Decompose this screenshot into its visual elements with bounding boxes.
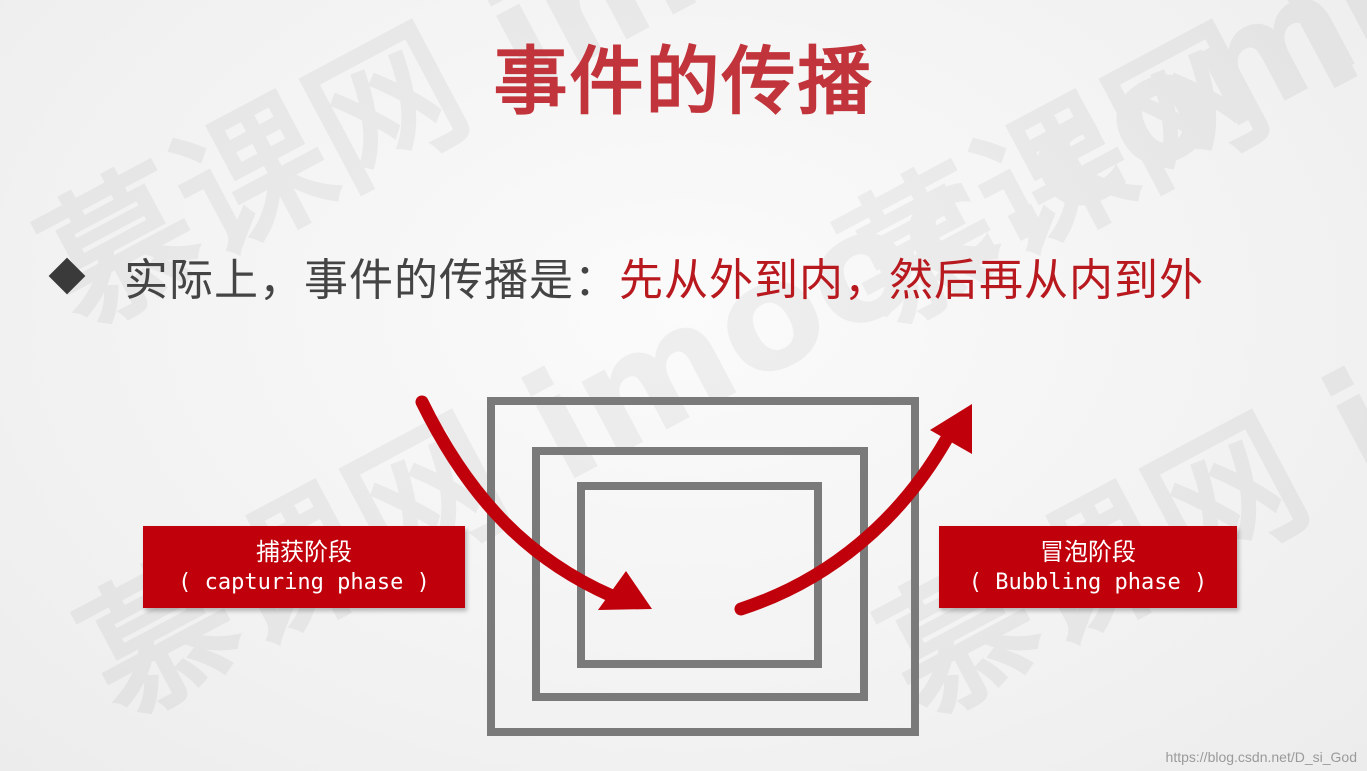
bubble-arrow-head-icon — [930, 404, 972, 454]
capturing-phase-subtitle: ( capturing phase ) — [178, 570, 430, 595]
capture-arrow-shaft — [415, 395, 619, 603]
inner-box — [577, 482, 822, 668]
page-title: 事件的传播 — [493, 39, 874, 125]
bullet-text: 实际上，事件的传播是：先从外到内，然后再从内到外 — [124, 244, 1204, 308]
bullet-highlight: 先从外到内，然后再从内到外 — [619, 255, 1204, 306]
outer-box — [487, 397, 919, 736]
bubbling-phase-label: 冒泡阶段 ( Bubbling phase ) — [939, 526, 1237, 608]
capturing-phase-label: 捕获阶段 ( capturing phase ) — [143, 526, 465, 608]
bullet-row: 实际上，事件的传播是：先从外到内，然后再从内到外 — [44, 246, 1204, 306]
bubbling-phase-subtitle: ( Bubbling phase ) — [968, 570, 1208, 595]
bullet-prefix: 实际上，事件的传播是： — [124, 255, 619, 306]
bubble-arrow-shaft — [734, 433, 953, 616]
middle-box — [532, 447, 868, 701]
capture-arrow-head-icon — [598, 571, 652, 610]
capturing-phase-title: 捕获阶段 — [256, 538, 352, 566]
bubbling-phase-title: 冒泡阶段 — [1040, 538, 1136, 566]
footer-url: https://blog.csdn.net/D_si_God — [1165, 749, 1357, 765]
